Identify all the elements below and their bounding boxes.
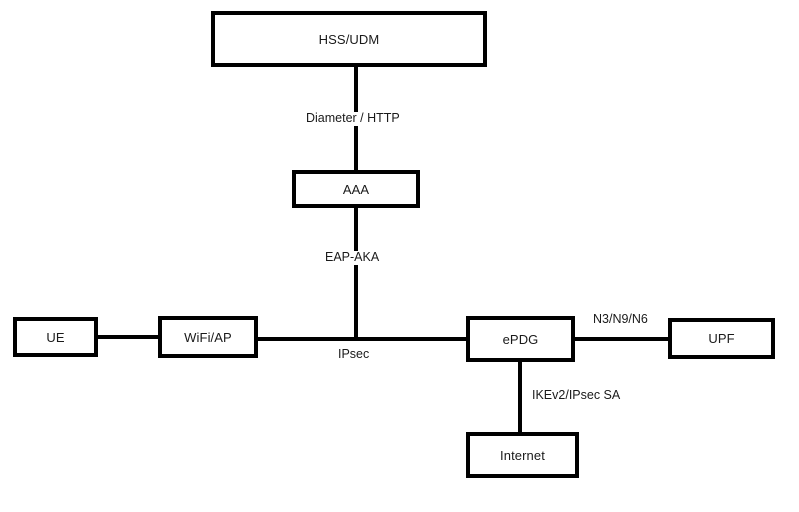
connector-epdg-to-internet: [518, 360, 522, 434]
node-ue-label: UE: [46, 329, 65, 345]
edge-label-eap-aka: EAP-AKA: [321, 250, 384, 265]
node-ue[interactable]: UE: [13, 317, 98, 357]
node-internet[interactable]: Internet: [466, 432, 579, 478]
node-epdg-label: ePDG: [502, 331, 539, 347]
node-wifi-ap[interactable]: WiFi/AP: [158, 316, 258, 358]
connector-wifi-ap-to-epdg: [256, 337, 468, 341]
node-hss-udm[interactable]: HSS/UDM: [211, 11, 487, 67]
edge-label-ipsec: IPsec: [338, 347, 370, 361]
edge-label-diameter-http: Diameter / HTTP: [302, 111, 404, 126]
node-aaa[interactable]: AAA: [292, 170, 420, 208]
connector-ue-to-wifi-ap: [96, 335, 160, 339]
node-upf[interactable]: UPF: [668, 318, 775, 359]
node-internet-label: Internet: [500, 447, 545, 463]
node-wifi-ap-label: WiFi/AP: [184, 329, 232, 345]
node-aaa-label: AAA: [342, 181, 370, 197]
connector-aaa-to-trunk: [354, 206, 358, 340]
node-upf-label: UPF: [708, 331, 735, 346]
connector-epdg-to-upf: [573, 337, 670, 341]
edge-label-ikev2-ipsec-sa: IKEv2/IPsec SA: [532, 388, 621, 402]
edge-label-n3-n9-n6: N3/N9/N6: [593, 312, 648, 326]
node-hss-udm-label: HSS/UDM: [318, 31, 380, 47]
node-epdg[interactable]: ePDG: [466, 316, 575, 362]
